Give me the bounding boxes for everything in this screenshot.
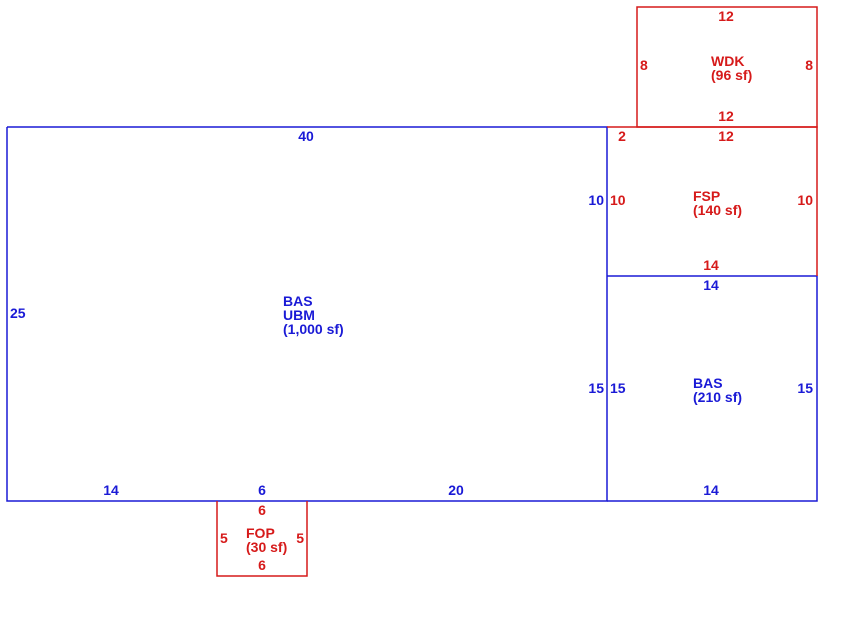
wdk-dim-top: 12 [718,8,734,24]
main-bas-dim-bottom-left: 14 [103,482,119,498]
fsp-name: FSP [693,188,720,204]
wdk-name: WDK [711,53,744,69]
fsp-dim-left: 10 [610,192,626,208]
fop-dim-bottom: 6 [258,557,266,573]
wdk-dim-bottom: 12 [718,108,734,124]
main-bas-dim-right-upper: 10 [588,192,604,208]
wdk-area: (96 sf) [711,67,752,83]
side-bas-dim-bottom: 14 [703,482,719,498]
wdk-dim-right: 8 [805,57,813,73]
fsp-dim-right: 10 [797,192,813,208]
fsp-area: (140 sf) [693,202,742,218]
fop-dim-right: 5 [296,530,304,546]
fsp-dim-top: 12 [718,128,734,144]
main-bas-name: BAS [283,293,313,309]
side-bas-area: (210 sf) [693,389,742,405]
fop-dim-top: 6 [258,502,266,518]
side-bas-outline [607,275,818,502]
main-bas-dim-left: 25 [10,305,26,321]
main-bas-dim-right-lower: 15 [588,380,604,396]
main-bas-dim-bottom-right: 20 [448,482,464,498]
side-bas-dim-left: 15 [610,380,626,396]
fop-area: (30 sf) [246,539,287,555]
side-bas-dim-right: 15 [797,380,813,396]
wdk-outline [636,6,818,128]
fsp-dim-top-offset: 2 [618,128,626,144]
main-bas-subname: UBM [283,307,315,323]
main-bas-area: (1,000 sf) [283,321,344,337]
main-bas-dim-top: 40 [298,128,314,144]
fop-name: FOP [246,525,275,541]
fop-outline [216,501,308,577]
side-bas-name: BAS [693,375,723,391]
fsp-dim-bottom: 14 [703,257,719,273]
fop-dim-left: 5 [220,530,228,546]
wdk-dim-left: 8 [640,57,648,73]
main-bas-dim-bottom-mid: 6 [258,482,266,498]
side-bas-dim-top: 14 [703,277,719,293]
